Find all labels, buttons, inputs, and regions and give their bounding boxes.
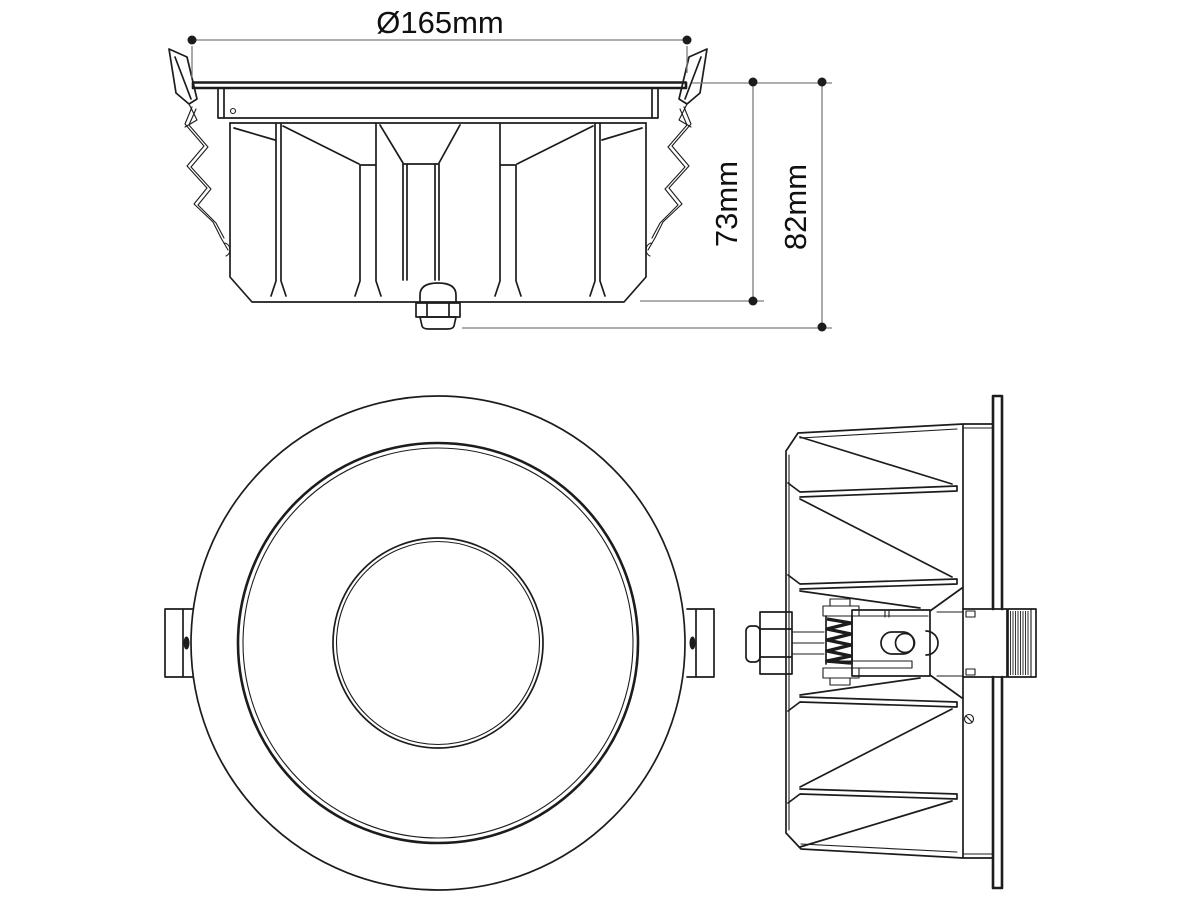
screw-detail [963,713,975,725]
clip-spring-left [184,106,229,251]
diameter-label: Ø165mm [376,5,503,40]
clip-arc-right [645,242,652,257]
spring-clip-right [645,48,708,257]
lens-circle-inner [335,540,541,746]
clip-wedge-left [184,103,198,128]
coil-spring [825,617,853,665]
tab-spacer [962,608,1008,678]
overall-height-label: 82mm [778,164,813,250]
dim-dot [187,35,197,45]
side-body [785,423,994,859]
side-body-inner-lines [788,427,994,855]
spring-clip-left [168,48,231,257]
side-elevation-view [745,394,1037,890]
slot-pin [894,632,916,654]
clip-arc-left [224,242,231,257]
gland-shaft [791,631,825,655]
top-cap [829,598,851,607]
dim-dot [748,296,758,306]
lens-circle-outer [332,537,544,749]
clip-spring-left-2 [188,108,225,239]
clip-wedge-right [678,103,692,128]
outer-trim-circle [190,395,686,891]
clip-blade-left [168,48,198,105]
rivet-detail [229,107,237,115]
gland-dome [419,282,457,303]
gland-nut [415,302,461,318]
dimension-heights: 73mm 82mm [462,77,832,332]
tab-hole-left [183,636,190,650]
clip-spring-right-2 [651,108,688,239]
dim-dot [817,322,827,332]
trim-flange [191,81,688,90]
flange-plate [991,394,1004,890]
face-view [164,395,715,891]
heatsink-fins [270,123,606,297]
front-elevation-view [168,48,708,330]
dimension-diameter: Ø165mm [187,5,692,78]
screw-slot [965,715,973,723]
heatsink-body [229,122,647,303]
top-plate [822,605,860,617]
center-channel [402,163,440,281]
bracket-box [851,609,931,677]
recess-depth-label: 73mm [709,161,744,247]
dim-dot [682,35,692,45]
side-mounting-tab [962,608,1037,678]
bracket-inner-lines [829,610,929,669]
housing-band [217,87,659,119]
bezel-circle-inner [242,447,634,839]
clip-spring-right [647,106,692,251]
bezel-circle-outer [236,441,640,845]
tab-hatching [1010,611,1029,675]
side-cable-gland [745,611,825,675]
bottom-cap [829,677,851,686]
mounting-tab-left [164,608,194,678]
bracket-bump [925,630,939,656]
cable-gland [415,282,461,330]
side-fin-diagonals [799,436,963,848]
dim-dot [748,77,758,87]
dim-dot [817,77,827,87]
spring-clip-bracket [822,598,964,686]
fin-diagonals [233,124,643,165]
gland-ferrule [419,316,457,330]
bracket-to-body-lines [936,611,964,677]
side-fins [787,482,958,804]
tab-block [1007,608,1037,678]
gland-hex [759,611,793,675]
mounting-tab-right [686,608,715,678]
gland-cap [745,625,761,663]
clip-blade-right [678,48,708,105]
tab-hole-right [689,636,696,650]
tab-notches [965,610,976,676]
